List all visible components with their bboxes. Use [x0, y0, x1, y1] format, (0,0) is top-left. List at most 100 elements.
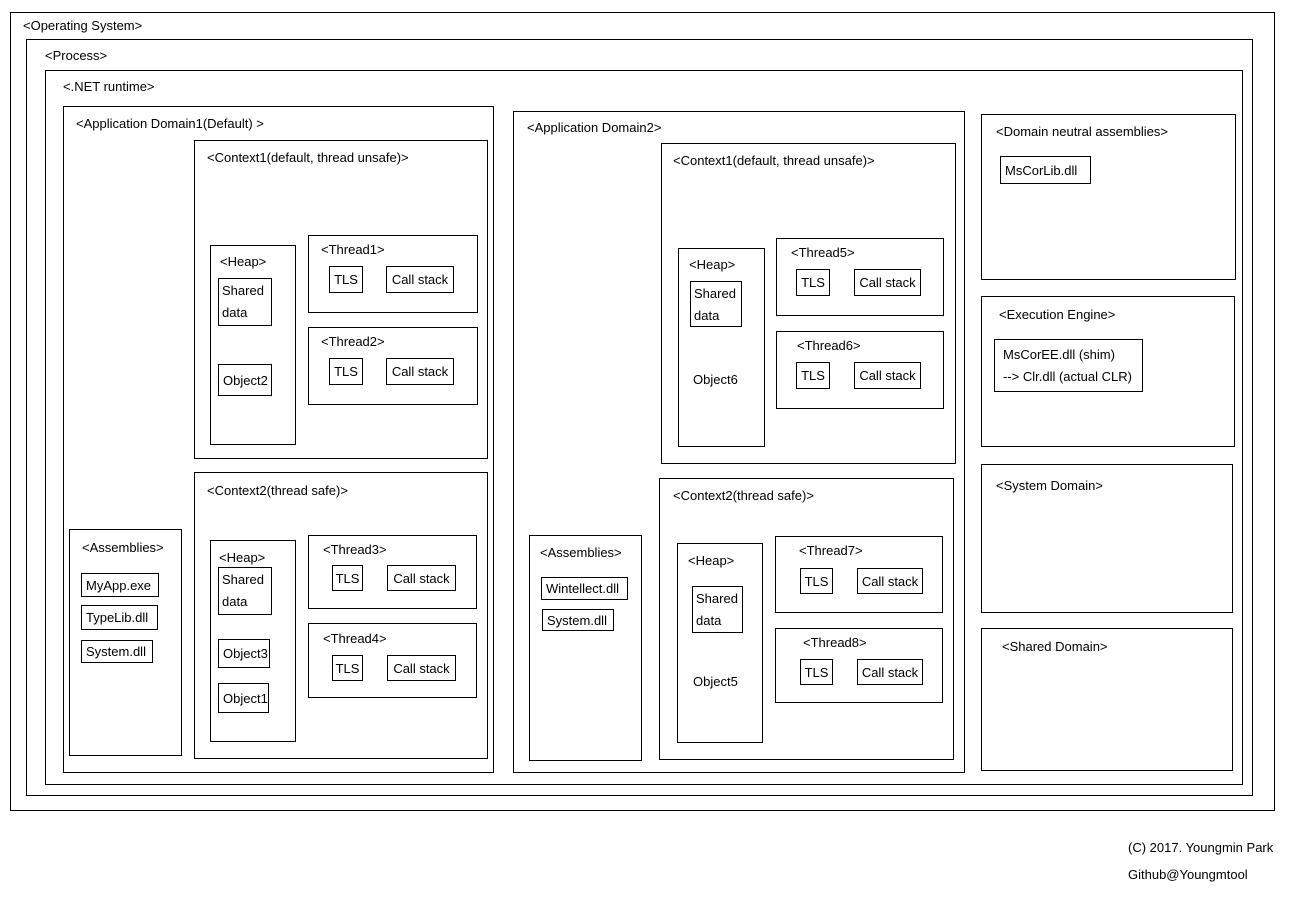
- call-stack-box: Call stack: [387, 655, 456, 681]
- domain-neutral-assemblies-box: <Domain neutral assemblies> MsCorLib.dll: [981, 114, 1236, 280]
- domain-neutral-assemblies-label: <Domain neutral assemblies>: [996, 124, 1168, 139]
- ad1-context1-label: <Context1(default, thread unsafe)>: [207, 150, 409, 165]
- thread3-box: <Thread3> TLS Call stack: [308, 535, 477, 609]
- tls-label: TLS: [804, 664, 829, 680]
- shared-data-box: Shared data: [218, 278, 272, 326]
- tls-box: TLS: [329, 266, 363, 293]
- shared-data-label: Shared data: [696, 591, 738, 628]
- object-label: Object3: [223, 646, 268, 661]
- thread2-box: <Thread2> TLS Call stack: [308, 327, 478, 405]
- thread4-label: <Thread4>: [323, 631, 387, 646]
- thread1-label: <Thread1>: [321, 242, 385, 257]
- operating-system-label: <Operating System>: [23, 18, 143, 33]
- shared-data-label: Shared data: [222, 283, 264, 320]
- tls-label: TLS: [335, 570, 360, 586]
- tls-box: TLS: [329, 358, 363, 385]
- thread4-box: <Thread4> TLS Call stack: [308, 623, 477, 698]
- execution-engine-label: <Execution Engine>: [999, 307, 1116, 322]
- ad2-context2-label: <Context2(thread safe)>: [673, 488, 814, 503]
- heap-label: <Heap>: [220, 254, 267, 269]
- ad2-assemblies-box: <Assemblies> Wintellect.dll System.dll: [529, 535, 642, 761]
- system-domain-box: <System Domain>: [981, 464, 1233, 613]
- tls-label: TLS: [801, 368, 825, 383]
- object-box: Object3: [218, 639, 270, 668]
- call-stack-label: Call stack: [393, 570, 450, 586]
- assembly-item: TypeLib.dll: [81, 605, 158, 630]
- system-domain-label: <System Domain>: [996, 478, 1103, 493]
- dotnet-runtime-label: <.NET runtime>: [63, 79, 155, 94]
- assembly-item: MsCorLib.dll: [1000, 156, 1091, 184]
- assembly-label: MsCorLib.dll: [1005, 162, 1078, 178]
- assembly-label: System.dll: [86, 644, 146, 659]
- tls-label: TLS: [334, 364, 358, 379]
- object-box: Object2: [218, 364, 272, 396]
- mscoree-line1: MsCorEE.dll (shim): [1003, 347, 1115, 362]
- process-box: <Process> <.NET runtime> <Application Do…: [26, 39, 1253, 796]
- ad2-context1-box: <Context1(default, thread unsafe)> <Heap…: [661, 143, 956, 464]
- loose-object-label: Object5: [693, 674, 738, 689]
- loose-object-label: Object6: [693, 372, 738, 387]
- call-stack-box: Call stack: [387, 565, 456, 591]
- tls-label: TLS: [801, 275, 825, 290]
- object-label: Object2: [223, 372, 268, 388]
- call-stack-box: Call stack: [857, 659, 923, 685]
- assembly-item: System.dll: [81, 640, 153, 663]
- thread2-label: <Thread2>: [321, 334, 385, 349]
- heap-label: <Heap>: [688, 553, 735, 568]
- tls-box: TLS: [332, 565, 363, 591]
- tls-box: TLS: [800, 659, 833, 685]
- shared-data-label: Shared data: [694, 286, 736, 323]
- call-stack-label: Call stack: [393, 660, 450, 676]
- thread5-box: <Thread5> TLS Call stack: [776, 238, 944, 316]
- shared-data-box: Shared data: [218, 567, 272, 615]
- call-stack-box: Call stack: [854, 269, 921, 296]
- call-stack-box: Call stack: [386, 266, 454, 293]
- shared-domain-box: <Shared Domain>: [981, 628, 1233, 771]
- thread1-box: <Thread1> TLS Call stack: [308, 235, 478, 313]
- ad1-context2-label: <Context2(thread safe)>: [207, 483, 348, 498]
- assembly-label: Wintellect.dll: [546, 581, 619, 596]
- mscoree-line2: --> Clr.dll (actual CLR): [1003, 369, 1132, 384]
- process-label: <Process>: [45, 48, 108, 63]
- shared-data-box: Shared data: [690, 281, 742, 327]
- call-stack-box: Call stack: [386, 358, 454, 385]
- tls-box: TLS: [332, 655, 363, 681]
- ad1-context2-box: <Context2(thread safe)> <Heap> Shared da…: [194, 472, 488, 759]
- app-domain1-label: <Application Domain1(Default) >: [76, 116, 264, 131]
- call-stack-box: Call stack: [854, 362, 921, 389]
- credits-line2: Github@Youngmtool: [1128, 867, 1248, 882]
- thread8-label: <Thread8>: [803, 635, 867, 650]
- thread8-box: <Thread8> TLS Call stack: [775, 628, 943, 703]
- thread7-box: <Thread7> TLS Call stack: [775, 536, 943, 613]
- call-stack-label: Call stack: [859, 275, 916, 290]
- shared-data-box: Shared data: [692, 586, 743, 633]
- object-label: Object1: [223, 690, 268, 706]
- assembly-item: System.dll: [542, 609, 614, 631]
- call-stack-label: Call stack: [859, 368, 916, 383]
- tls-label: TLS: [334, 272, 358, 287]
- ad1-assemblies-box: <Assemblies> MyApp.exe TypeLib.dll Syste…: [69, 529, 182, 756]
- credits-line1: (C) 2017. Youngmin Park: [1128, 840, 1274, 855]
- tls-box: TLS: [800, 568, 833, 594]
- ad2-context1-label: <Context1(default, thread unsafe)>: [673, 153, 875, 168]
- thread7-label: <Thread7>: [799, 543, 863, 558]
- call-stack-box: Call stack: [857, 568, 923, 594]
- call-stack-label: Call stack: [861, 664, 919, 680]
- ad2-context1-heap-box: <Heap> Shared data Object6: [678, 248, 765, 447]
- object-box: Object1: [218, 683, 269, 713]
- thread6-box: <Thread6> TLS Call stack: [776, 331, 944, 409]
- tls-label: TLS: [335, 660, 360, 676]
- ad1-context1-box: <Context1(default, thread unsafe)> <Heap…: [194, 140, 488, 459]
- thread3-label: <Thread3>: [323, 542, 387, 557]
- shared-data-label: Shared data: [222, 572, 264, 609]
- assembly-label: System.dll: [547, 612, 607, 628]
- mscoree-box: MsCorEE.dll (shim) --> Clr.dll (actual C…: [994, 339, 1143, 392]
- assembly-item: MyApp.exe: [81, 573, 159, 597]
- app-domain1-box: <Application Domain1(Default) > <Context…: [63, 106, 494, 773]
- call-stack-label: Call stack: [861, 573, 919, 589]
- heap-label: <Heap>: [219, 550, 266, 565]
- app-domain2-box: <Application Domain2> <Context1(default,…: [513, 111, 965, 773]
- assembly-item: Wintellect.dll: [541, 577, 628, 600]
- app-domain2-label: <Application Domain2>: [527, 120, 662, 135]
